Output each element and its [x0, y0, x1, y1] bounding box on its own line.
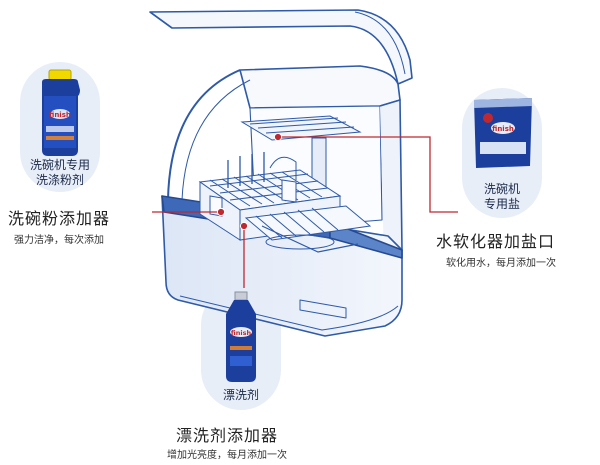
leader-lines	[152, 136, 458, 288]
rinse-caption-line1: 漂洗剂	[222, 388, 259, 402]
rinse-caption: 漂洗剂	[201, 388, 281, 403]
salt-caption-line1: 洗碗机	[483, 182, 520, 196]
salt-dispenser-desc: 软化用水，每月添加一次	[446, 258, 556, 269]
detergent-caption-line1: 洗碗机专用	[29, 158, 90, 172]
rinse-dispenser-title: 漂洗剂添加器	[176, 426, 279, 445]
salt-bag: finish	[474, 98, 532, 168]
salt-brand: finish	[492, 125, 514, 133]
rinse-brand: finish	[231, 329, 252, 337]
salt-leader	[278, 136, 458, 213]
salt-caption-line2: 专用盐	[483, 197, 520, 211]
detergent-caption-line2: 洗涤粉剂	[35, 173, 84, 187]
detergent-caption: 洗碗机专用 洗涤粉剂	[20, 158, 100, 188]
leader-dots	[216, 132, 283, 231]
rinse-dispenser-desc: 增加光亮度，每月添加一次	[167, 450, 287, 461]
detergent-dispenser-title: 洗碗粉添加器	[8, 209, 111, 228]
salt-dispenser-title: 水软化器加盐口	[436, 232, 556, 251]
salt-caption: 洗碗机 专用盐	[462, 182, 542, 212]
rinse-bottle: finish	[226, 291, 256, 382]
detergent-dispenser-desc: 强力洁净，每次添加	[14, 235, 104, 246]
detergent-bottle: finish	[42, 69, 80, 156]
detergent-brand: finish	[49, 111, 71, 119]
